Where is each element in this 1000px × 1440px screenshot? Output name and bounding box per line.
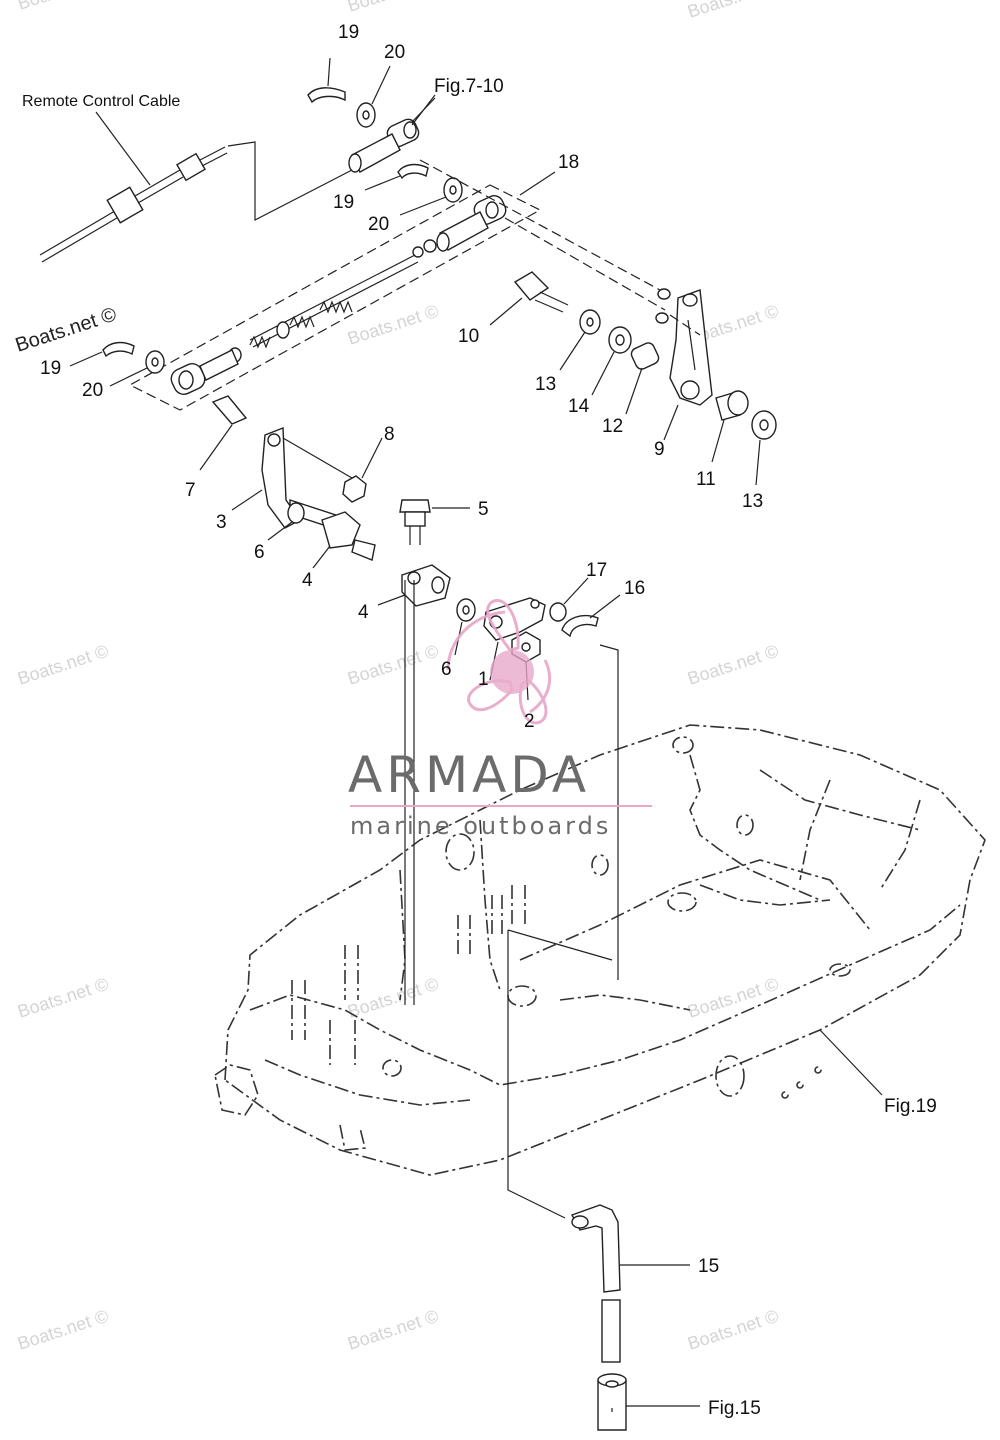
watermark: Boats.net © (345, 974, 441, 1022)
part-number-4: 4 (358, 602, 369, 623)
labels: Remote Control Cable Fig.7-10 Fig.19 Fig… (22, 22, 937, 1419)
part-number-13: 13 (742, 491, 763, 512)
part-number-10: 10 (458, 326, 479, 347)
bottom-cowling (214, 724, 986, 1176)
watermark: Boats.net © (685, 1306, 781, 1354)
watermark: Boats.net © (15, 974, 111, 1022)
part-number-3: 3 (216, 512, 227, 533)
part-number-1: 1 (478, 669, 489, 690)
part-number-16: 16 (624, 578, 645, 599)
watermark: Boats.net © (345, 641, 441, 689)
part-number-6: 6 (441, 659, 452, 680)
fig-19-leader (819, 1029, 883, 1096)
part-number-19: 19 (333, 192, 354, 213)
brand-tagline: marine outboards (350, 812, 611, 840)
part-number-2: 2 (524, 711, 535, 732)
watermark: Boats.net © (685, 0, 781, 22)
propeller-icon (446, 598, 552, 725)
part-number-17: 17 (586, 560, 607, 581)
part-number-7: 7 (185, 480, 196, 501)
part-number-20: 20 (368, 214, 389, 235)
watermark: Boats.net © (15, 0, 111, 14)
fig-7-10-label: Fig.7-10 (434, 76, 504, 97)
watermark: Boats.net © (685, 974, 781, 1022)
remote-control-cable (39, 111, 353, 263)
watermark: Boats.net © (345, 0, 441, 16)
part-number-15: 15 (698, 1256, 719, 1277)
fig-15-label: Fig.15 (708, 1398, 761, 1419)
watermark: Boats.net © (345, 1306, 441, 1354)
remote-control-cable-label: Remote Control Cable (22, 93, 180, 110)
watermark: Boats.net © (15, 1306, 111, 1354)
hose-assembly (571, 1204, 700, 1431)
part-number-18: 18 (558, 152, 579, 173)
watermark: Boats.net © (345, 301, 441, 349)
brand-name: ARMADA (348, 746, 590, 804)
watermark: Boats.net © (685, 641, 781, 689)
part-number-6: 6 (254, 542, 265, 563)
upper-link-assembly (69, 57, 666, 411)
part-number-9: 9 (654, 439, 665, 460)
watermark: Boats.net © (15, 641, 111, 689)
brand-logo: ARMADA marine outboards (348, 598, 652, 840)
part-number-13: 13 (535, 374, 556, 395)
part-number-19: 19 (40, 358, 61, 379)
lever-assembly (489, 271, 777, 486)
part-number-4: 4 (302, 570, 313, 591)
fig-7-10-leader (411, 94, 436, 126)
part-number-14: 14 (568, 396, 590, 417)
part-number-20: 20 (384, 42, 405, 63)
fig-19-label: Fig.19 (884, 1096, 937, 1117)
part-number-20: 20 (82, 380, 103, 401)
part-number-19: 19 (338, 22, 359, 43)
part-number-12: 12 (602, 416, 623, 437)
part-number-8: 8 (384, 424, 395, 445)
part-number-11: 11 (696, 469, 716, 490)
part-number-5: 5 (478, 499, 489, 520)
